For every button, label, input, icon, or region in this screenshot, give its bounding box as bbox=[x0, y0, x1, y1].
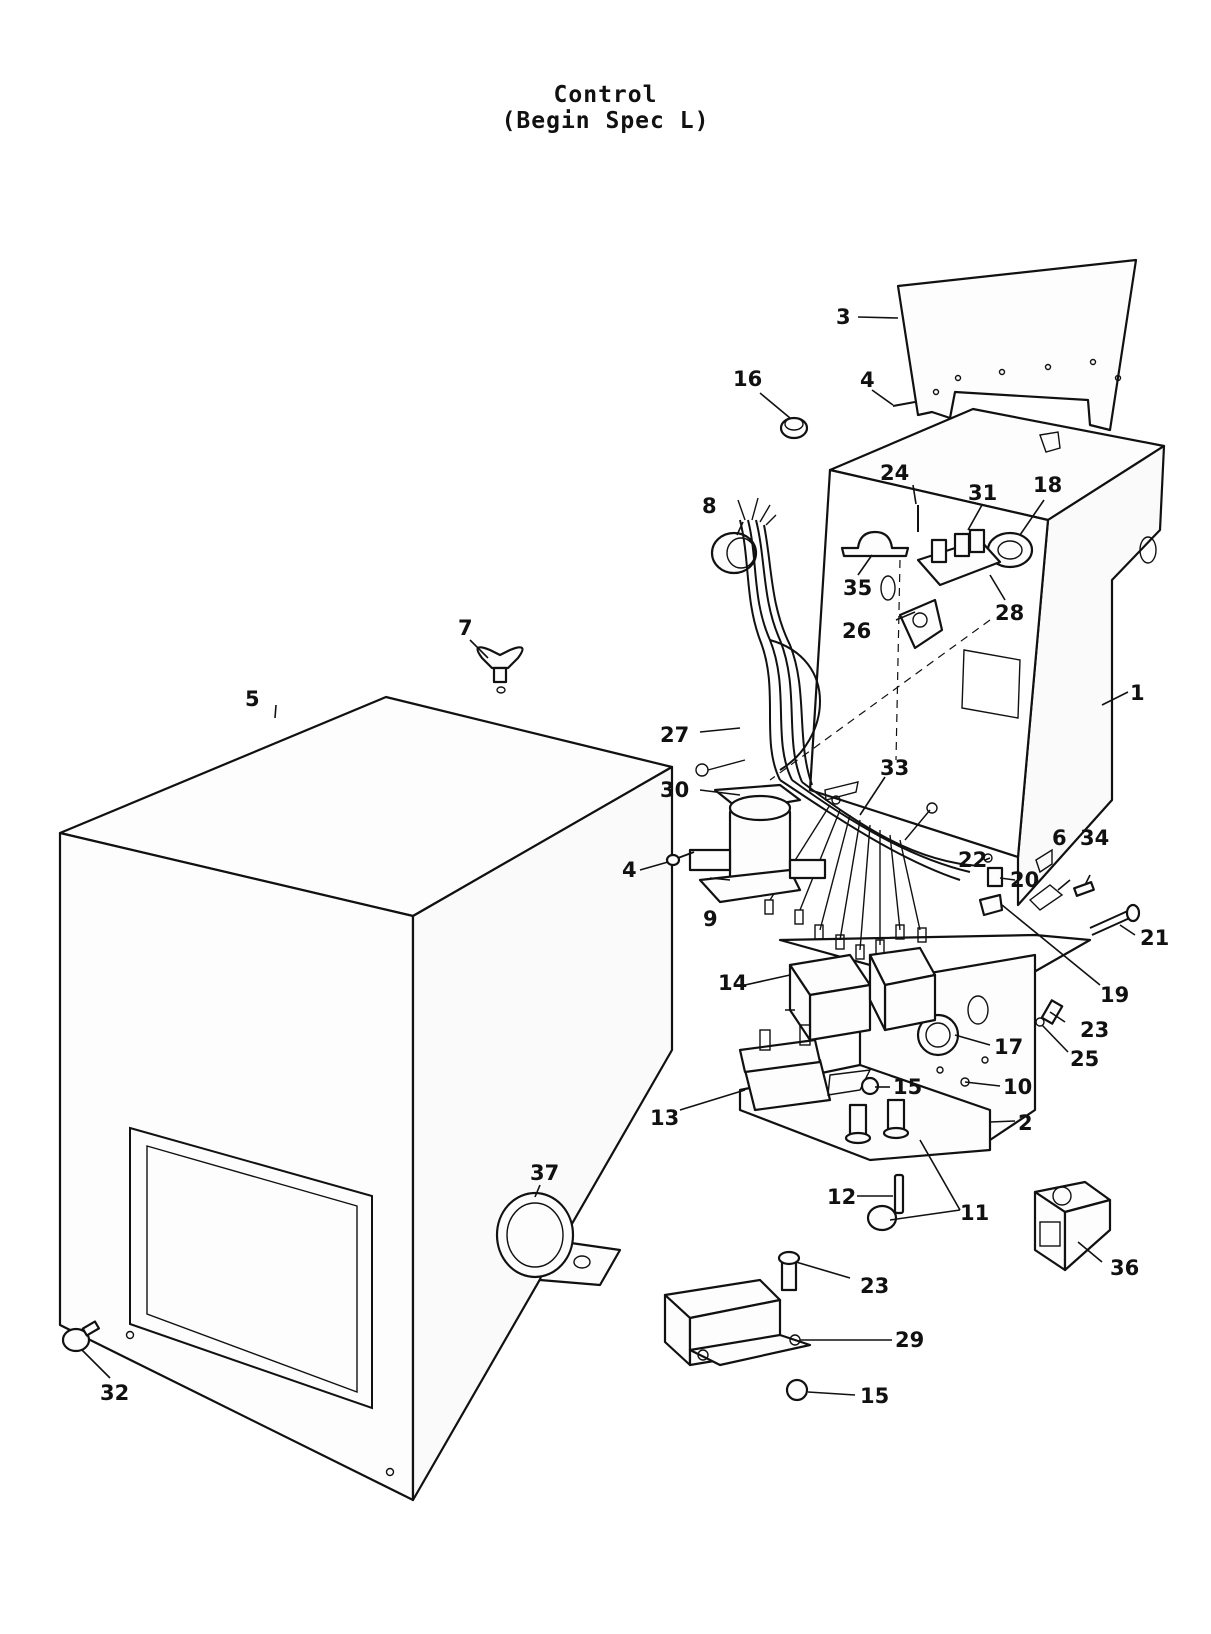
callout-22: 22 bbox=[958, 848, 987, 872]
callout-34: 34 bbox=[1080, 826, 1109, 850]
callout-23a: 23 bbox=[1080, 1018, 1109, 1042]
callout-2: 2 bbox=[1018, 1111, 1033, 1135]
callout-4a: 4 bbox=[860, 368, 875, 392]
callout-19: 19 bbox=[1100, 983, 1129, 1007]
callout-7: 7 bbox=[458, 616, 473, 640]
clip-35 bbox=[840, 530, 910, 558]
callout-10: 10 bbox=[1003, 1075, 1032, 1099]
standoff-11 bbox=[844, 1098, 910, 1232]
callout-31: 31 bbox=[968, 481, 997, 505]
callout-17: 17 bbox=[994, 1035, 1023, 1059]
callout-15a: 15 bbox=[893, 1075, 922, 1099]
callout-37: 37 bbox=[530, 1161, 559, 1185]
callout-26: 26 bbox=[842, 619, 871, 643]
nut-15 bbox=[785, 1076, 880, 1402]
relay-14 bbox=[788, 946, 937, 1042]
callout-4b: 4 bbox=[622, 858, 637, 882]
grommet-17 bbox=[916, 1013, 960, 1057]
callout-21: 21 bbox=[1140, 926, 1169, 950]
callout-15b: 15 bbox=[860, 1384, 889, 1408]
callout-labels: 1 2 3 4 4 5 6 7 8 9 10 11 12 13 14 15 15… bbox=[100, 305, 1169, 1408]
callout-11: 11 bbox=[960, 1201, 989, 1225]
callout-8: 8 bbox=[702, 494, 717, 518]
clamp-37 bbox=[495, 1191, 622, 1287]
small-hardware bbox=[917, 505, 1004, 1087]
callout-24: 24 bbox=[880, 461, 909, 485]
cable-clamp-26 bbox=[898, 598, 944, 650]
screw-23 bbox=[777, 999, 1064, 1292]
callout-25: 25 bbox=[1070, 1047, 1099, 1071]
callout-3: 3 bbox=[836, 305, 851, 329]
leader-lines bbox=[81, 316, 1136, 1396]
callout-16: 16 bbox=[733, 367, 762, 391]
callout-36: 36 bbox=[1110, 1256, 1139, 1280]
callout-33: 33 bbox=[880, 756, 909, 780]
callout-32: 32 bbox=[100, 1381, 129, 1405]
callout-23b: 23 bbox=[860, 1274, 889, 1298]
transformer-13 bbox=[738, 1024, 872, 1112]
pin-12 bbox=[893, 1173, 905, 1215]
callout-18: 18 bbox=[1033, 473, 1062, 497]
callout-1: 1 bbox=[1130, 681, 1145, 705]
callout-27: 27 bbox=[660, 723, 689, 747]
callout-12: 12 bbox=[827, 1185, 856, 1209]
wing-nut-7 bbox=[476, 646, 524, 694]
plug-16 bbox=[779, 416, 809, 440]
grommet-8 bbox=[710, 531, 758, 575]
callout-30: 30 bbox=[660, 778, 689, 802]
terminal-36 bbox=[1033, 1180, 1112, 1272]
screw-4 bbox=[665, 401, 916, 867]
callout-5: 5 bbox=[245, 687, 260, 711]
terminal-block bbox=[916, 528, 1002, 587]
callout-29: 29 bbox=[895, 1328, 924, 1352]
diagram-subtitle: (Begin Spec L) bbox=[501, 108, 710, 134]
callout-35: 35 bbox=[843, 576, 872, 600]
bolt-21 bbox=[1089, 903, 1141, 936]
callout-13: 13 bbox=[650, 1106, 679, 1130]
callout-20: 20 bbox=[1010, 868, 1039, 892]
callout-6: 6 bbox=[1052, 826, 1067, 850]
cover-box bbox=[58, 695, 674, 1502]
clip-6 bbox=[1028, 884, 1064, 911]
callout-28: 28 bbox=[995, 601, 1024, 625]
callout-9: 9 bbox=[703, 907, 718, 931]
top-cover-plate bbox=[896, 258, 1138, 432]
solenoid-9 bbox=[688, 783, 827, 904]
diagram-title: Control bbox=[553, 82, 658, 108]
capacitor-29 bbox=[663, 1278, 812, 1367]
screw-32 bbox=[61, 1320, 101, 1353]
callout-14: 14 bbox=[718, 971, 747, 995]
screw-34 bbox=[1073, 881, 1095, 897]
